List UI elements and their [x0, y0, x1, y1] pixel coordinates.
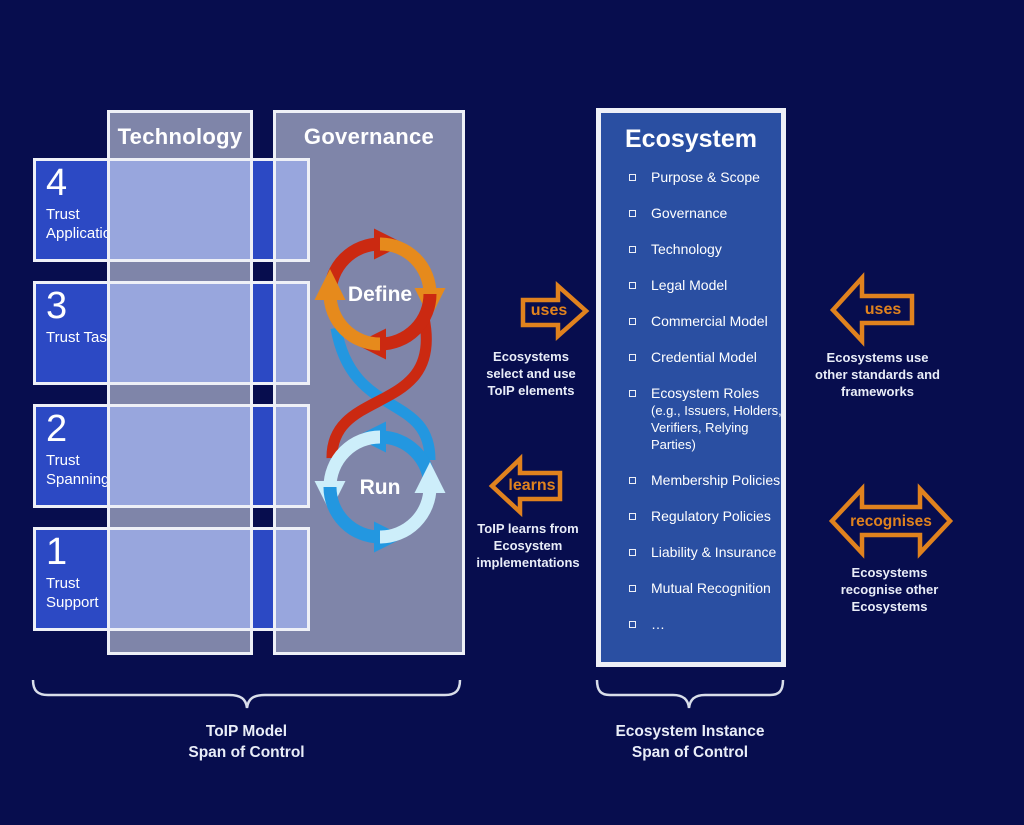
ecosystem-item-label: Purpose & Scope: [651, 169, 760, 185]
governance-cell: [273, 281, 310, 385]
ecosystem-list-item: Legal Model: [629, 277, 777, 294]
uses-right-arrow-label: uses: [864, 301, 902, 318]
bullet-square-icon: [629, 477, 636, 484]
layer-label: Trust Tasks: [46, 329, 122, 346]
uses-arrow-label: uses: [530, 302, 568, 319]
ecosystem-item-label: Commercial Model: [651, 313, 768, 329]
ecosystem-list-item: Ecosystem Roles (e.g., Issuers, Holders,…: [629, 385, 782, 453]
ecosystem-item-sub: Verifiers, Relying: [651, 420, 749, 435]
bullet-square-icon: [629, 513, 636, 520]
ecosystem-list-item: …: [629, 616, 777, 633]
toip-span-label: ToIP Model Span of Control: [188, 723, 305, 761]
bullet-square-icon: [629, 621, 636, 628]
ecosystem-list-item: Regulatory Policies: [629, 508, 777, 525]
bullet-square-icon: [629, 210, 636, 217]
bullet-square-icon: [629, 282, 636, 289]
technology-cell: [107, 281, 253, 385]
learns-arrow-label: learns: [508, 477, 556, 494]
ecosystem-list-item: Purpose & Scope: [629, 169, 777, 186]
define-label: Define: [347, 283, 413, 306]
layer-number: 2: [46, 408, 68, 450]
ecosystem-item-sub: (e.g., Issuers, Holders,: [651, 403, 782, 418]
ecosystem-list-item: Liability & Insurance: [629, 544, 777, 561]
governance-cell: [273, 527, 310, 631]
ecosystem-item-label: Ecosystem Roles: [651, 385, 760, 401]
bullet-square-icon: [629, 318, 636, 325]
bullet-square-icon: [629, 354, 636, 361]
layer-number: 1: [46, 531, 68, 573]
ecosystem-list-item: Mutual Recognition: [629, 580, 777, 597]
ecosystem-item-label: Governance: [651, 205, 728, 221]
ecosystem-list-item: Technology: [629, 241, 777, 258]
layer-label: Trust Spanning: [46, 452, 110, 488]
ecosystem-item-label: Technology: [651, 241, 722, 257]
recognises-arrow-label: recognises: [850, 513, 932, 530]
bullet-square-icon: [629, 246, 636, 253]
uses-caption: Ecosystems select and use ToIP elements: [486, 349, 576, 398]
governance-cell: [273, 158, 310, 262]
technology-cell: [107, 158, 253, 262]
ecosystem-list-item: Credential Model: [629, 349, 777, 366]
bullet-square-icon: [629, 585, 636, 592]
ecosystem-list-item: Membership Policies: [629, 472, 781, 489]
ecosystem-item-label: Liability & Insurance: [651, 544, 777, 560]
bullet-square-icon: [629, 390, 636, 397]
layer-number: 4: [46, 162, 68, 204]
technology-column-title: Technology: [117, 124, 243, 149]
ecosystem-list: Purpose & Scope Governance Technology Le…: [601, 169, 782, 633]
layer-label: Trust Applications: [46, 206, 127, 242]
learns-caption: ToIP learns from Ecosystem implementatio…: [476, 521, 580, 570]
ecosystem-item-label: Regulatory Policies: [651, 508, 771, 524]
technology-cell: [107, 527, 253, 631]
ecosystem-list-item: Commercial Model: [629, 313, 777, 330]
ecosystem-item-label: Credential Model: [651, 349, 757, 365]
governance-column-title: Governance: [303, 124, 435, 149]
layer-label: Trust Support: [46, 575, 99, 611]
bullet-square-icon: [629, 549, 636, 556]
bullet-square-icon: [629, 174, 636, 181]
ecosystem-item-label: Membership Policies: [651, 472, 781, 488]
layer-number: 3: [46, 285, 68, 327]
ecosystem-box: Ecosystem Purpose & Scope Governance Tec…: [596, 108, 786, 667]
ecosystem-item-label: Mutual Recognition: [651, 580, 771, 596]
toip-span-brace: [31, 679, 462, 709]
ecosystem-item-label: …: [651, 616, 665, 632]
ecosystem-span-label: Ecosystem Instance Span of Control: [615, 723, 765, 761]
uses-right-caption: Ecosystems use other standards and frame…: [815, 350, 940, 399]
ecosystem-span-brace: [595, 679, 785, 709]
governance-cell: [273, 404, 310, 508]
run-label: Run: [359, 476, 401, 499]
ecosystem-list-item: Governance: [629, 205, 777, 222]
ecosystem-item-sub: Parties): [651, 437, 696, 452]
technology-cell: [107, 404, 253, 508]
ecosystem-item-label: Legal Model: [651, 277, 728, 293]
recognises-caption: Ecosystems recognise other Ecosystems: [840, 565, 939, 614]
ecosystem-title: Ecosystem: [624, 125, 758, 153]
